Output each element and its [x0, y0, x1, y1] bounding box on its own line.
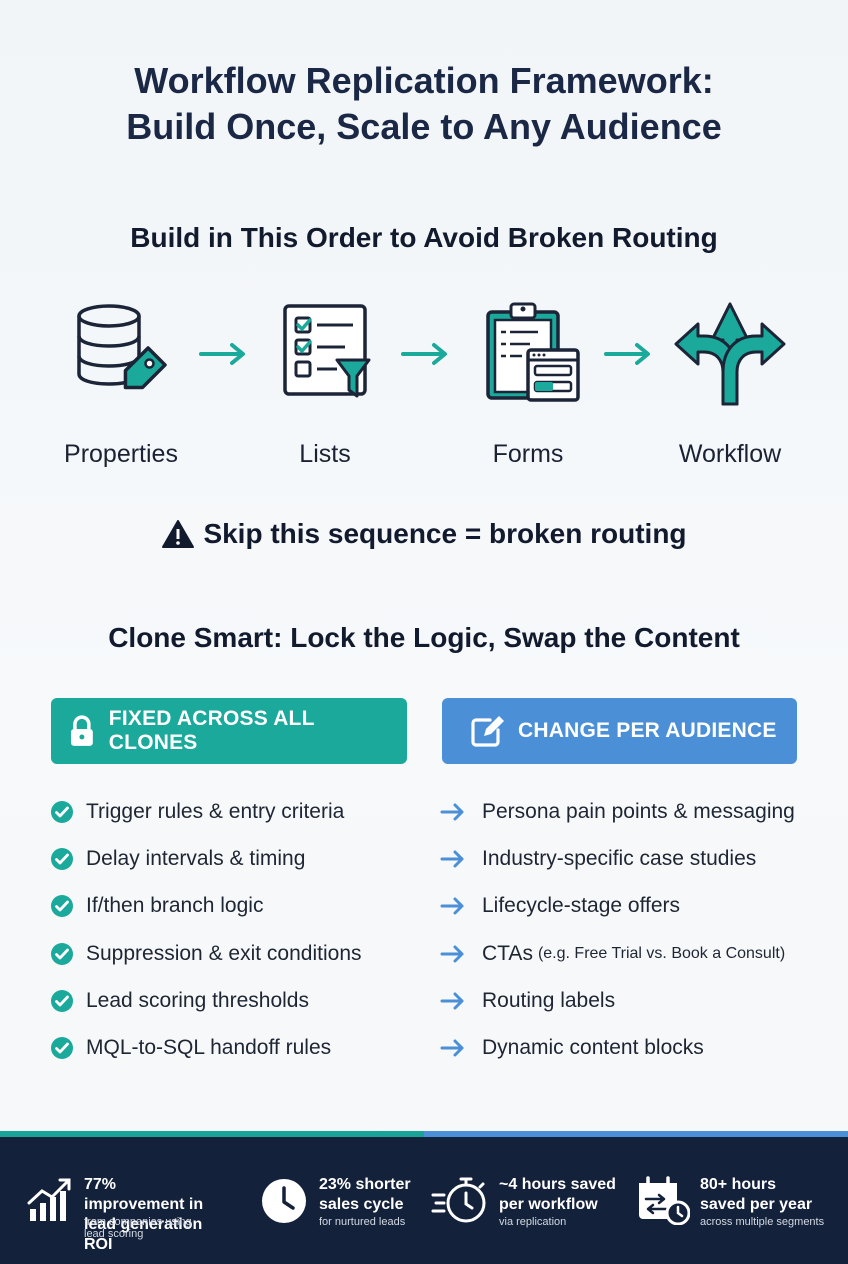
stat-sub: via replication — [499, 1216, 567, 1228]
stat-line-2: saved per year — [700, 1196, 813, 1213]
step-label: Properties — [64, 440, 178, 468]
list-item: Persona pain points & messaging — [440, 788, 795, 835]
arrow-right-icon — [440, 1039, 464, 1057]
arrow-right-icon — [440, 803, 464, 821]
calendar-clock-icon — [639, 1176, 690, 1225]
list-item-note: (e.g. Free Trial vs. Book a Consult) — [537, 944, 786, 962]
list-item: MQL-to-SQL handoff rules — [50, 1024, 362, 1071]
check-circle-icon — [51, 847, 73, 870]
arrow-right-icon — [401, 343, 447, 365]
clock-icon — [262, 1179, 306, 1223]
stat-line-1: 77% improvement in — [84, 1176, 204, 1213]
list-item-text: Lead scoring thresholds — [86, 988, 309, 1012]
check-circle-icon — [51, 800, 73, 823]
stat-sub: from companies using lead scoring — [84, 1216, 192, 1240]
list-item: Lead scoring thresholds — [50, 977, 362, 1024]
arrow-right-icon — [440, 850, 464, 868]
build-order-steps: Properties Lists — [0, 300, 848, 480]
stopwatch-icon — [431, 1177, 486, 1223]
stat-sub: across multiple segments — [700, 1216, 825, 1228]
check-circle-icon — [51, 895, 73, 918]
list-item-text: Trigger rules & entry criteria — [86, 799, 345, 823]
stat-sales-cycle: 23% shorter sales cycle for nurtured lea… — [212, 1137, 424, 1264]
warning-text: Skip this sequence = broken routing — [203, 518, 687, 549]
fixed-list: Trigger rules & entry criteria Delay int… — [50, 788, 362, 1072]
growth-chart-icon — [27, 1178, 71, 1221]
fixed-header: FIXED ACROSS ALL CLONES — [51, 698, 407, 764]
list-item-text: Delay intervals & timing — [86, 846, 306, 870]
list-item-text: MQL-to-SQL handoff rules — [86, 1036, 332, 1060]
list-item: Industry-specific case studies — [440, 835, 795, 882]
list-item-text: Persona pain points & messaging — [482, 799, 795, 823]
list-item-text: Lifecycle-stage offers — [482, 894, 681, 918]
change-list: Persona pain points & messaging Industry… — [440, 788, 795, 1072]
list-item-text: Industry-specific case studies — [482, 846, 757, 870]
build-order-heading: Build in This Order to Avoid Broken Rout… — [130, 222, 718, 253]
check-circle-icon — [51, 989, 73, 1012]
fixed-header-label: FIXED ACROSS ALL CLONES — [108, 707, 315, 754]
list-item: Delay intervals & timing — [50, 835, 362, 882]
sequence-warning: Skip this sequence = broken routing — [0, 518, 848, 550]
list-item: CTAs (e.g. Free Trial vs. Book a Consult… — [440, 930, 795, 977]
title-line-2: Build Once, Scale to Any Audience — [126, 106, 722, 147]
change-header-label: CHANGE PER AUDIENCE — [518, 719, 777, 742]
arrow-right-icon — [440, 945, 464, 963]
stats-footer: 77% improvement in lead generation ROI f… — [0, 1137, 848, 1264]
step-properties: Properties — [51, 300, 191, 468]
stat-line-1: ~4 hours saved — [499, 1176, 616, 1193]
arrow-right-icon — [440, 992, 464, 1010]
edit-icon — [471, 716, 504, 747]
stat-line-2: per workflow — [499, 1196, 598, 1213]
stat-hours-year: 80+ hours saved per year across multiple… — [636, 1137, 848, 1264]
arrow-right-icon — [199, 343, 245, 365]
step-workflow: Workflow — [660, 300, 800, 468]
footer-divider — [0, 1131, 848, 1137]
stat-roi: 77% improvement in lead generation ROI f… — [0, 1137, 212, 1264]
clipboard-form-icon — [486, 302, 580, 402]
list-item-text: If/then branch logic — [86, 894, 264, 918]
stat-sub: for nurtured leads — [319, 1216, 406, 1228]
change-header: CHANGE PER AUDIENCE — [442, 698, 797, 764]
branching-arrows-icon — [674, 302, 786, 406]
stat-line-2: lead generation ROI — [84, 1216, 203, 1253]
step-label: Workflow — [678, 440, 782, 468]
stat-hours-workflow: ~4 hours saved per workflow via replicat… — [424, 1137, 636, 1264]
list-item-text: Suppression & exit conditions — [86, 941, 362, 965]
arrow-right-icon — [440, 897, 464, 915]
list-item-text: CTAs — [482, 941, 533, 965]
check-circle-icon — [51, 1037, 73, 1060]
list-item: If/then branch logic — [50, 883, 362, 930]
step-label: Lists — [299, 440, 351, 468]
list-item-text: Dynamic content blocks — [482, 1036, 704, 1060]
stat-line-1: 80+ hours — [700, 1176, 777, 1193]
lock-icon — [70, 715, 93, 746]
page-title: Workflow Replication Framework: Build On… — [0, 58, 848, 150]
checklist-filter-icon — [283, 304, 371, 398]
step-label: Forms — [492, 440, 564, 468]
warning-icon — [162, 520, 195, 548]
clone-heading: Clone Smart: Lock the Logic, Swap the Co… — [108, 622, 740, 653]
step-forms: Forms — [458, 300, 598, 468]
list-item: Dynamic content blocks — [440, 1024, 795, 1071]
arrow-right-icon — [604, 343, 650, 365]
list-item-text: Routing labels — [482, 988, 616, 1012]
step-lists: Lists — [255, 300, 395, 468]
check-circle-icon — [51, 942, 73, 965]
list-item: Trigger rules & entry criteria — [50, 788, 362, 835]
list-item: Lifecycle-stage offers — [440, 883, 795, 930]
list-item: Suppression & exit conditions — [50, 930, 362, 977]
title-line-1: Workflow Replication Framework: — [134, 60, 714, 101]
stat-line-2: sales cycle — [319, 1196, 404, 1213]
list-item: Routing labels — [440, 977, 795, 1024]
database-tag-icon — [77, 304, 167, 390]
stat-line-1: 23% shorter — [319, 1176, 411, 1193]
